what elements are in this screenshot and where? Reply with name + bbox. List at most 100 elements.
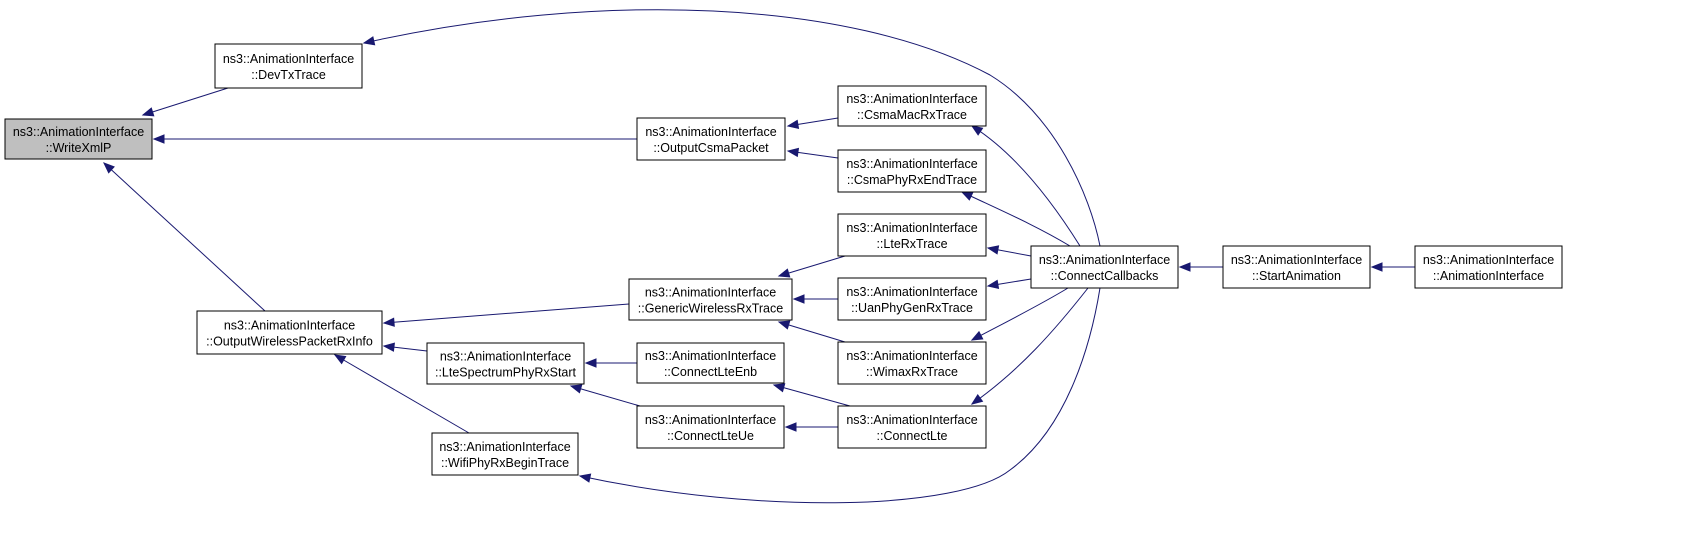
arrowhead: [970, 393, 984, 405]
arrowhead: [986, 245, 1000, 255]
node-method-label: ::WriteXmlP: [46, 141, 112, 155]
node-csmaphyrxendtrace[interactable]: ns3::AnimationInterface::CsmaPhyRxEndTra…: [837, 149, 987, 193]
node-method-label: ::WimaxRxTrace: [866, 365, 958, 379]
edge-ltespectrumphyrxstart-to-outputwirelesspacketrxinfo: [382, 342, 428, 352]
node-outputcsmapacket[interactable]: ns3::AnimationInterface::OutputCsmaPacke…: [636, 117, 786, 161]
node-box: [1030, 245, 1179, 289]
edge-csmaphyrxendtrace-to-outputcsmapacket: [786, 147, 839, 159]
arrowhead: [986, 279, 1000, 289]
edge-startanimation-to-connectcallbacks: [1178, 262, 1223, 272]
node-ltespectrumphyrxstart[interactable]: ns3::AnimationInterface::LteSpectrumPhyR…: [426, 342, 585, 385]
node-wimaxrxtrace[interactable]: ns3::AnimationInterface::WimaxRxTrace: [837, 341, 987, 385]
node-box: [196, 310, 383, 355]
node-namespace-label: ns3::AnimationInterface: [13, 125, 144, 139]
edge-line: [334, 354, 470, 434]
edge-wimaxrxtrace-to-genericwirelessrxtrace: [777, 320, 846, 343]
node-method-label: ::StartAnimation: [1252, 269, 1341, 283]
node-method-label: ::LteSpectrumPhyRxStart: [435, 366, 577, 380]
node-box: [431, 432, 579, 476]
arrowhead: [333, 354, 347, 365]
node-box: [1414, 245, 1563, 289]
edge-outputwirelesspacketrxinfo-to-writexmlp: [103, 162, 266, 312]
edge-connectcallbacks-to-wifiphyrxbegintrace: [578, 287, 1101, 504]
edge-line: [971, 125, 1081, 247]
edge-line: [971, 287, 1089, 405]
arrowhead: [784, 422, 797, 432]
edge-connectcallbacks-to-uanphygenrxtrace: [986, 278, 1032, 289]
node-writexmlp[interactable]: ns3::AnimationInterface::WriteXmlP: [4, 118, 153, 160]
edge-line: [570, 385, 641, 407]
node-outputwirelesspacketrxinfo[interactable]: ns3::AnimationInterface::OutputWirelessP…: [196, 310, 383, 355]
edge-animationinterface-to-startanimation: [1370, 262, 1415, 272]
node-connectlteue[interactable]: ns3::AnimationInterface::ConnectLteUe: [636, 405, 785, 449]
edge-lterxtrace-to-genericwirelessrxtrace: [777, 255, 846, 278]
node-method-label: ::WifiPhyRxBeginTrace: [441, 456, 569, 470]
node-method-label: ::AnimationInterface: [1433, 269, 1544, 283]
arrowhead: [362, 36, 376, 46]
edge-connectlte-to-connectlteue: [784, 422, 838, 432]
arrowhead: [792, 294, 805, 304]
node-box: [426, 342, 585, 385]
node-namespace-label: ns3::AnimationInterface: [1039, 253, 1170, 267]
arrowhead: [786, 119, 800, 130]
node-lterxtrace[interactable]: ns3::AnimationInterface::LteRxTrace: [837, 213, 987, 257]
node-namespace-label: ns3::AnimationInterface: [846, 413, 977, 427]
arrowhead: [970, 125, 984, 136]
node-box: [628, 278, 793, 321]
edge-line: [773, 384, 851, 407]
node-namespace-label: ns3::AnimationInterface: [645, 349, 776, 363]
edge-line: [383, 303, 630, 324]
node-animationinterface[interactable]: ns3::AnimationInterface::AnimationInterf…: [1414, 245, 1563, 289]
node-namespace-label: ns3::AnimationInterface: [1423, 253, 1554, 267]
arrowhead: [777, 268, 791, 278]
edge-line: [363, 9, 1101, 247]
arrowhead: [584, 358, 597, 368]
node-box: [636, 342, 785, 384]
edge-outputcsmapacket-to-writexmlp: [152, 134, 637, 144]
arrowhead: [103, 162, 115, 174]
node-namespace-label: ns3::AnimationInterface: [439, 440, 570, 454]
arrowhead: [1370, 262, 1383, 272]
node-namespace-label: ns3::AnimationInterface: [645, 413, 776, 427]
node-method-label: ::ConnectCallbacks: [1051, 269, 1159, 283]
edge-wifiphyrxbegintrace-to-outputwirelesspacketrxinfo: [333, 354, 470, 434]
arrowhead: [970, 330, 984, 341]
node-startanimation[interactable]: ns3::AnimationInterface::StartAnimation: [1222, 245, 1371, 289]
node-namespace-label: ns3::AnimationInterface: [846, 92, 977, 106]
edge-connectlte-to-connectlteenb: [772, 383, 851, 407]
edge-line: [971, 287, 1069, 341]
node-method-label: ::ConnectLteEnb: [664, 365, 757, 379]
arrowhead: [569, 384, 583, 394]
node-box: [636, 117, 786, 161]
arrowhead: [382, 317, 395, 327]
node-method-label: ::CsmaPhyRxEndTrace: [847, 173, 977, 187]
edge-connectcallbacks-to-devtxtrace: [362, 9, 1101, 247]
node-namespace-label: ns3::AnimationInterface: [645, 125, 776, 139]
node-genericwirelessrxtrace[interactable]: ns3::AnimationInterface::GenericWireless…: [628, 278, 793, 321]
arrowhead: [777, 320, 791, 330]
arrowhead: [772, 383, 786, 393]
node-uanphygenrxtrace[interactable]: ns3::AnimationInterface::UanPhyGenRxTrac…: [837, 277, 987, 321]
node-connectlteenb[interactable]: ns3::AnimationInterface::ConnectLteEnb: [636, 342, 785, 384]
node-connectcallbacks[interactable]: ns3::AnimationInterface::ConnectCallback…: [1030, 245, 1179, 289]
edge-line: [103, 162, 266, 312]
node-namespace-label: ns3::AnimationInterface: [645, 286, 776, 300]
node-box: [4, 118, 153, 160]
node-wifiphyrxbegintrace[interactable]: ns3::AnimationInterface::WifiPhyRxBeginT…: [431, 432, 579, 476]
node-box: [837, 277, 987, 321]
node-connectlte[interactable]: ns3::AnimationInterface::ConnectLte: [837, 405, 987, 449]
arrowhead: [152, 134, 165, 144]
node-namespace-label: ns3::AnimationInterface: [224, 319, 355, 333]
edge-connectcallbacks-to-wimaxrxtrace: [970, 287, 1069, 341]
node-namespace-label: ns3::AnimationInterface: [846, 349, 977, 363]
node-box: [636, 405, 785, 449]
node-method-label: ::ConnectLteUe: [667, 429, 754, 443]
arrowhead: [786, 147, 800, 158]
node-csmamacrxtrace[interactable]: ns3::AnimationInterface::CsmaMacRxTrace: [837, 85, 987, 127]
node-box: [837, 405, 987, 449]
node-method-label: ::UanPhyGenRxTrace: [851, 301, 973, 315]
node-namespace-label: ns3::AnimationInterface: [440, 350, 571, 364]
arrowhead: [1178, 262, 1191, 272]
node-devtxtrace[interactable]: ns3::AnimationInterface::DevTxTrace: [214, 43, 363, 89]
